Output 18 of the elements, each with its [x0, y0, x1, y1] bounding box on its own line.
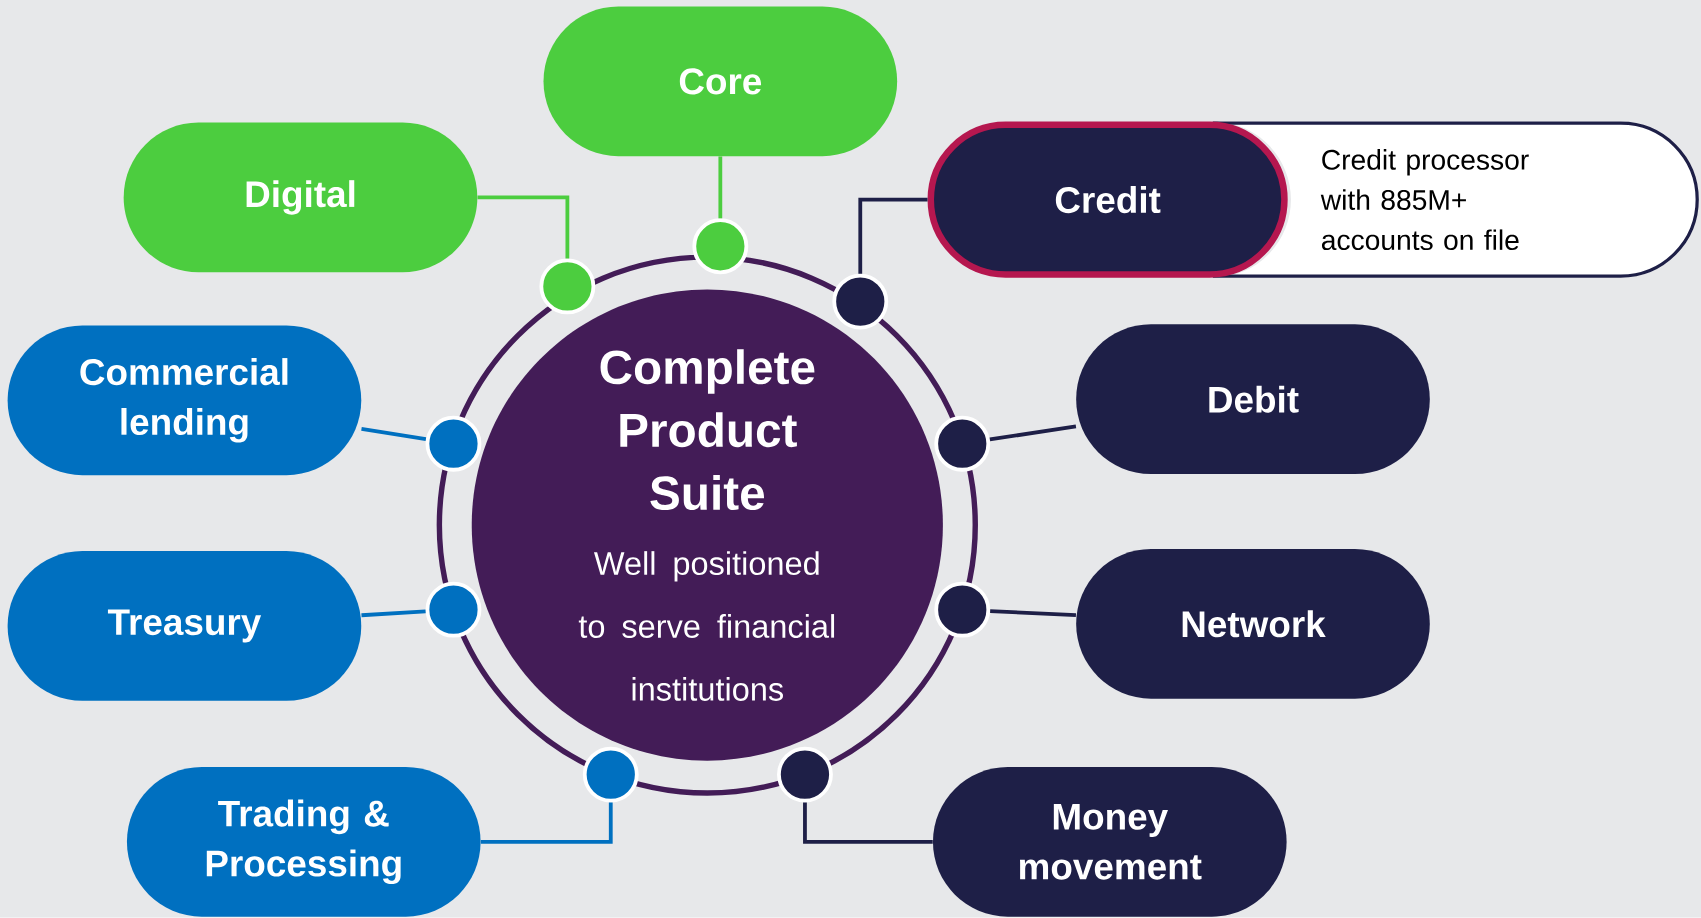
product-pill: Money movement	[932, 767, 1287, 917]
product-pill: Debit	[1076, 324, 1430, 475]
connector-line	[858, 197, 928, 274]
connector-line	[989, 424, 1077, 442]
connector-line	[361, 609, 426, 618]
connector-line	[803, 802, 933, 844]
connector-line	[990, 609, 1077, 618]
product-pill: Network	[1076, 549, 1430, 699]
connector-line	[477, 195, 570, 259]
product-pill: Trading & Processing	[126, 767, 481, 917]
connector-line	[480, 802, 613, 844]
product-pill: Credit	[927, 121, 1288, 278]
product-pill: Treasury	[7, 551, 362, 701]
connector-dot	[539, 258, 596, 315]
connector-line	[361, 427, 427, 442]
callout-box: Credit processor with 885M+ accounts on file	[1212, 121, 1699, 278]
connector-line	[718, 156, 723, 219]
product-pill: Commercial lending	[7, 325, 362, 476]
